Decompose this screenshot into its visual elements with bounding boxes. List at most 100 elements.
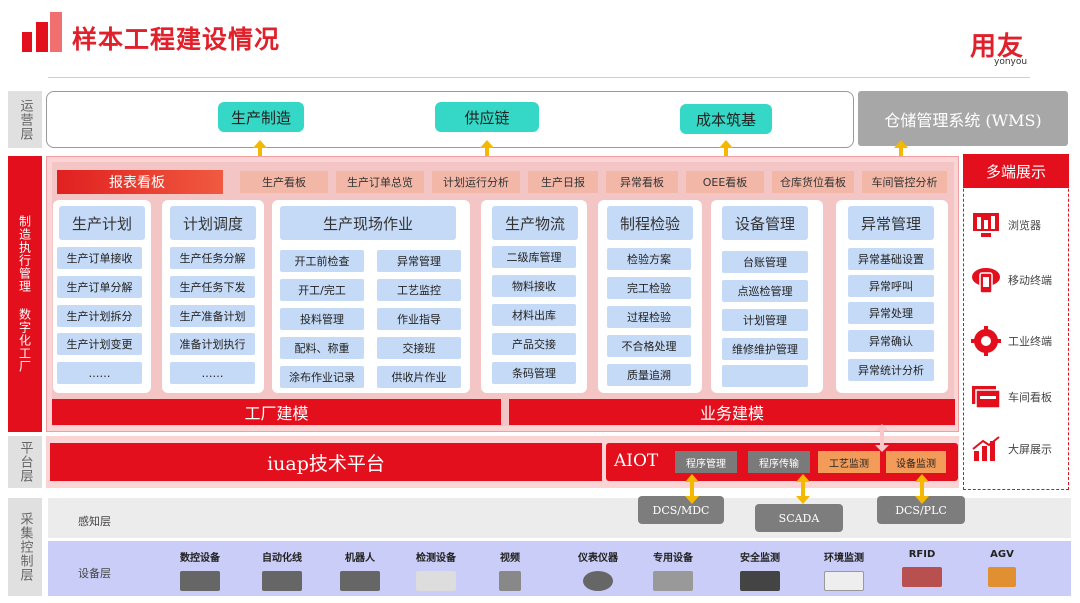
device-item[interactable]: AGV xyxy=(966,549,1038,587)
module-item[interactable]: 生产订单分解 xyxy=(57,276,142,298)
module-title[interactable]: 生产现场作业 xyxy=(280,206,456,240)
production-line-icon xyxy=(262,571,302,591)
module-item[interactable]: 生产任务下发 xyxy=(170,276,255,298)
ops-item-cost[interactable]: 成本筑基 xyxy=(680,104,772,134)
multi-item-mobile[interactable]: 移动终端 xyxy=(970,265,1066,295)
module-item[interactable]: 异常管理 xyxy=(377,250,461,272)
report-tab[interactable]: 生产看板 xyxy=(240,171,328,193)
module-item[interactable] xyxy=(722,365,808,387)
robot-arm-icon xyxy=(340,571,380,591)
multi-item-industrial[interactable]: 工业终端 xyxy=(970,326,1066,356)
aiot-item[interactable]: 程序传输 xyxy=(748,451,810,473)
module-item[interactable]: 生产准备计划 xyxy=(170,305,255,327)
report-tab[interactable]: 生产订单总览 xyxy=(336,171,424,193)
device-item[interactable]: 检测设备 xyxy=(400,549,472,591)
device-item[interactable]: 机器人 xyxy=(324,549,396,591)
device-name: 专用设备 xyxy=(653,553,693,564)
module-item[interactable]: 维修维护管理 xyxy=(722,338,808,360)
report-tab[interactable]: 生产日报 xyxy=(528,171,598,193)
module-title[interactable]: 制程检验 xyxy=(607,206,693,240)
module-item[interactable]: 配料、称重 xyxy=(280,337,364,359)
module-item[interactable]: 异常统计分析 xyxy=(848,359,934,381)
ops-item-manufacturing[interactable]: 生产制造 xyxy=(218,102,304,132)
device-label: 设备层 xyxy=(78,567,111,580)
module-item[interactable]: 生产计划拆分 xyxy=(57,305,142,327)
report-tab[interactable]: 计划运行分析 xyxy=(432,171,520,193)
module-item[interactable]: 异常处理 xyxy=(848,302,934,324)
multi-item-workshop-board[interactable]: 车间看板 xyxy=(970,382,1066,412)
module-item[interactable]: 异常呼叫 xyxy=(848,275,934,297)
module-item[interactable]: 条码管理 xyxy=(492,362,576,384)
gateway-box[interactable]: SCADA xyxy=(755,504,843,532)
device-name: 视频 xyxy=(500,553,520,564)
device-name: 数控设备 xyxy=(180,553,220,564)
module-item[interactable]: 开工前检查 xyxy=(280,250,364,272)
module-item[interactable]: …… xyxy=(170,362,255,384)
device-item[interactable]: 数控设备 xyxy=(164,549,236,591)
module-title[interactable]: 计划调度 xyxy=(170,206,256,240)
module-item[interactable]: 异常确认 xyxy=(848,330,934,352)
module-item[interactable]: 检验方案 xyxy=(607,248,691,270)
module-item[interactable]: 作业指导 xyxy=(377,308,461,330)
module-title[interactable]: 设备管理 xyxy=(722,206,808,240)
module-item[interactable]: 交接班 xyxy=(377,337,461,359)
report-tab[interactable]: 仓库货位看板 xyxy=(772,171,854,193)
module-item[interactable]: 供收片作业 xyxy=(377,366,461,388)
module-item[interactable]: 点巡检管理 xyxy=(722,280,808,302)
device-item[interactable]: 环境监测 xyxy=(808,549,880,591)
side-mes: 制造执行管理 数字化工厂 xyxy=(8,156,42,432)
module-title[interactable]: 生产物流 xyxy=(492,206,578,240)
device-name: RFID xyxy=(908,549,936,560)
device-item[interactable]: 安全监测 xyxy=(724,549,796,591)
module-item[interactable]: 物料接收 xyxy=(492,275,576,297)
multi-item-browser[interactable]: 浏览器 xyxy=(970,210,1066,240)
report-tab[interactable]: 车间管控分析 xyxy=(862,171,947,193)
special-equipment-icon xyxy=(653,571,693,591)
brand-name: 用友 xyxy=(970,32,1025,62)
multi-item-label: 大屏展示 xyxy=(1008,443,1052,456)
device-name: 检测设备 xyxy=(416,553,456,564)
aiot-item[interactable]: 工艺监测 xyxy=(818,451,880,473)
module-item[interactable]: 产品交接 xyxy=(492,333,576,355)
aiot-item[interactable]: 程序管理 xyxy=(675,451,737,473)
wms-box[interactable]: 仓储管理系统 (WMS) xyxy=(858,91,1068,146)
module-title[interactable]: 生产计划 xyxy=(59,206,145,240)
report-tab[interactable]: 异常看板 xyxy=(606,171,678,193)
module-item[interactable]: 完工检验 xyxy=(607,277,691,299)
device-item[interactable]: 专用设备 xyxy=(637,549,709,591)
module-item[interactable]: 材料出库 xyxy=(492,304,576,326)
module-item[interactable]: 计划管理 xyxy=(722,309,808,331)
aiot-item[interactable]: 设备监测 xyxy=(886,451,946,473)
module-item[interactable]: 质量追溯 xyxy=(607,364,691,386)
report-tab[interactable]: OEE看板 xyxy=(686,171,764,193)
device-item[interactable]: RFID xyxy=(886,549,958,587)
gateway-box[interactable]: DCS/MDC xyxy=(638,496,724,524)
device-item[interactable]: 仪表仪器 xyxy=(562,549,634,591)
module-item[interactable]: 生产计划变更 xyxy=(57,333,142,355)
module-item[interactable]: 工艺监控 xyxy=(377,279,461,301)
module-item[interactable]: 过程检验 xyxy=(607,306,691,328)
module-item[interactable]: 准备计划执行 xyxy=(170,333,255,355)
multi-item-label: 工业终端 xyxy=(1008,335,1052,348)
ops-item-supply-chain[interactable]: 供应链 xyxy=(435,102,539,132)
iuap-platform[interactable]: iuap技术平台 xyxy=(50,443,602,481)
module-item[interactable]: 二级库管理 xyxy=(492,246,576,268)
device-item[interactable]: 自动化线 xyxy=(246,549,318,591)
module-item[interactable]: 异常基础设置 xyxy=(848,248,934,270)
module-item[interactable]: 不合格处理 xyxy=(607,335,691,357)
module-item[interactable]: 投料管理 xyxy=(280,308,364,330)
up-down-arrow-icon xyxy=(875,424,889,452)
module-item[interactable]: 台账管理 xyxy=(722,251,808,273)
module-item[interactable]: 生产任务分解 xyxy=(170,247,255,269)
bar-chart-icon xyxy=(970,434,1002,464)
detector-icon xyxy=(416,571,456,591)
module-item[interactable]: 开工/完工 xyxy=(280,279,364,301)
module-title[interactable]: 异常管理 xyxy=(848,206,934,240)
module-item[interactable]: …… xyxy=(57,362,142,384)
factory-modeling-bar[interactable]: 工厂建模 xyxy=(52,399,501,425)
business-modeling-bar[interactable]: 业务建模 xyxy=(509,399,955,425)
module-item[interactable]: 涂布作业记录 xyxy=(280,366,364,388)
module-item[interactable]: 生产订单接收 xyxy=(57,247,142,269)
multi-item-big-screen[interactable]: 大屏展示 xyxy=(970,434,1066,464)
device-item[interactable]: 视频 xyxy=(474,549,546,591)
